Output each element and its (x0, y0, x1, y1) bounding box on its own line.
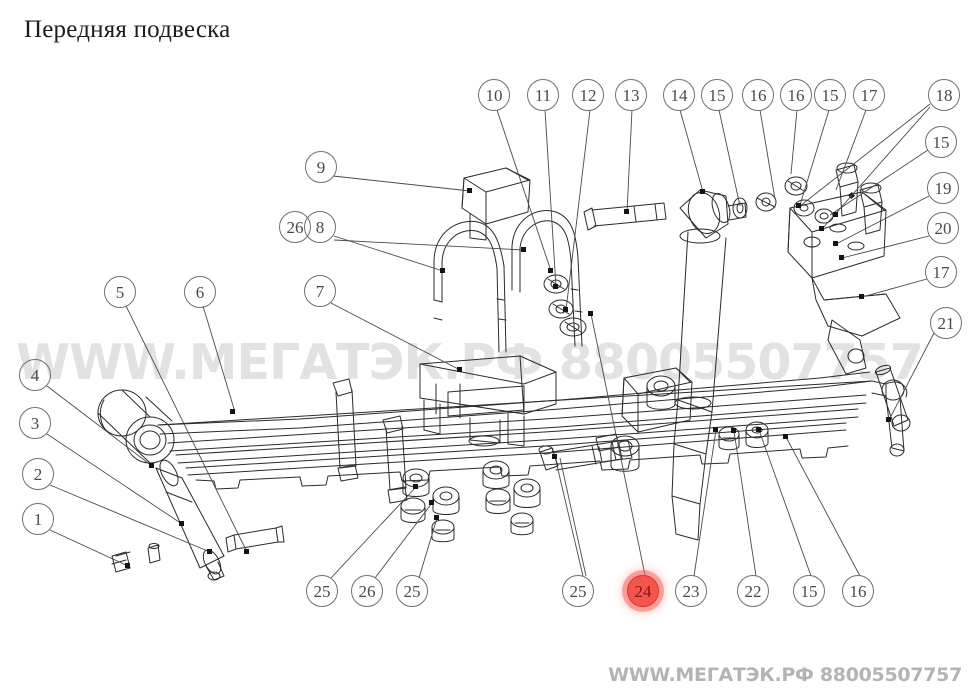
leader-dots (125, 188, 891, 568)
callout-26[interactable]: 26 (279, 211, 311, 243)
leader-lines (46, 103, 935, 579)
spring-seat-bracket (419, 355, 557, 447)
callout-11[interactable]: 11 (527, 79, 559, 111)
callout-15[interactable]: 15 (793, 575, 825, 607)
callout-19[interactable]: 19 (927, 172, 959, 204)
top-washers (732, 192, 777, 219)
footer-watermark: WWW.МЕГАТЭК.РФ 88005507757 (608, 664, 962, 686)
callout-23[interactable]: 23 (675, 575, 707, 607)
callout-15[interactable]: 15 (925, 126, 957, 158)
callout-17[interactable]: 17 (925, 256, 957, 288)
callout-22[interactable]: 22 (737, 575, 769, 607)
callout-15[interactable]: 15 (701, 79, 733, 111)
callout-16[interactable]: 16 (780, 79, 812, 111)
shock-absorber-lower (155, 459, 225, 581)
callout-25[interactable]: 25 (562, 575, 594, 607)
callout-26[interactable]: 26 (351, 575, 383, 607)
center-bolt (583, 202, 667, 231)
callout-16[interactable]: 16 (742, 79, 774, 111)
callout-12[interactable]: 12 (572, 79, 604, 111)
callout-14[interactable]: 14 (663, 79, 695, 111)
callout-13[interactable]: 13 (615, 79, 647, 111)
lower-hardware-cluster (400, 421, 769, 543)
callout-16[interactable]: 16 (842, 575, 874, 607)
callout-25[interactable]: 25 (306, 575, 338, 607)
watermark-overlay: WWW.МЕГАТЭК.РФ 88005507757 (16, 334, 924, 391)
callout-21[interactable]: 21 (930, 307, 962, 339)
callout-10[interactable]: 10 (478, 79, 510, 111)
callout-24-highlighted[interactable]: 24 (627, 575, 659, 607)
callout-15[interactable]: 15 (814, 79, 846, 111)
shock-absorber-upper (671, 189, 747, 541)
callout-18[interactable]: 18 (928, 79, 960, 111)
mid-mount-block (621, 367, 693, 433)
leaf-spring-assembly (97, 371, 908, 490)
callout-3[interactable]: 3 (19, 407, 51, 439)
callout-2[interactable]: 2 (22, 458, 54, 490)
callout-9[interactable]: 9 (305, 151, 337, 183)
callout-7[interactable]: 7 (304, 275, 336, 307)
callout-4[interactable]: 4 (19, 359, 51, 391)
callout-25[interactable]: 25 (396, 575, 428, 607)
page-title: Передняя подвеска (24, 16, 231, 43)
callout-17[interactable]: 17 (853, 79, 885, 111)
upper-plate (461, 167, 531, 241)
callout-20[interactable]: 20 (927, 212, 959, 244)
u-bolts (433, 210, 583, 353)
callout-5[interactable]: 5 (104, 276, 136, 308)
callout-1[interactable]: 1 (22, 503, 54, 535)
callout-6[interactable]: 6 (184, 276, 216, 308)
